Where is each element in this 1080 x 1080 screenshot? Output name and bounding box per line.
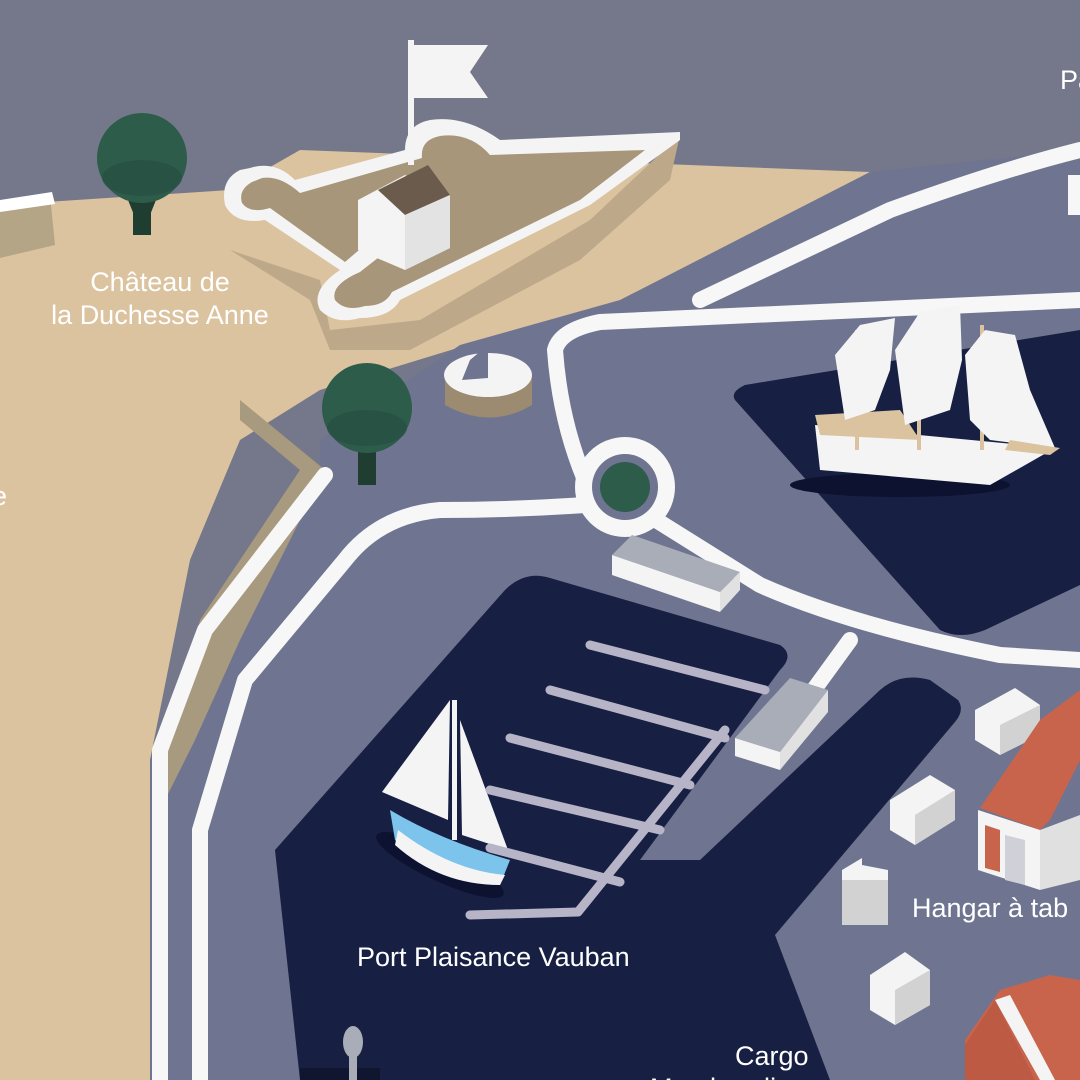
tree-icon: [97, 113, 187, 235]
tree-icon: [322, 363, 412, 485]
label-cargo-line1: Cargo: [735, 1041, 809, 1071]
label-left-edge-partial: e: [0, 480, 7, 512]
tower-icon: [444, 345, 532, 418]
road-edge-right: [1068, 175, 1080, 215]
hangar-building-icon: [978, 690, 1080, 890]
road-network: [152, 142, 1080, 1080]
tall-ship-icon: [790, 305, 1060, 497]
label-top-right-partial: Pa: [1060, 65, 1080, 95]
castle-icon: [220, 40, 680, 350]
building-icon: [870, 952, 930, 1025]
label-chateau-line1: Château de: [90, 267, 230, 297]
water-basin-plaisance: [275, 575, 961, 1080]
bollard-icon: [300, 1026, 380, 1080]
road-diagonal: [692, 142, 1080, 308]
sailboat-icon: [376, 700, 510, 898]
left-pier: [0, 195, 55, 258]
pontoon-docks: [465, 640, 770, 920]
left-pier-top: [0, 192, 55, 212]
road-pier-link: [802, 632, 858, 703]
road-outer: [152, 467, 333, 1080]
building-icon: [842, 858, 888, 925]
label-chateau-line2: la Duchesse Anne: [51, 300, 269, 330]
building-icon: [975, 688, 1040, 755]
building-icon: [735, 678, 828, 770]
road-inner: [192, 497, 593, 1080]
label-cargo-line2: Marchandise: [650, 1072, 805, 1080]
building-icon: [965, 975, 1080, 1080]
quay-wall: [165, 400, 325, 800]
building-icon: [890, 775, 955, 845]
label-hangar: Hangar à tab: [912, 893, 1069, 923]
roundabout-icon: [575, 437, 675, 537]
flag-icon: [410, 45, 488, 98]
road-upper: [547, 292, 1080, 488]
road-quay-east: [632, 502, 1080, 668]
building-icon: [612, 535, 740, 612]
land-area: [0, 150, 870, 1080]
label-port-plaisance: Port Plaisance Vauban: [357, 942, 630, 972]
